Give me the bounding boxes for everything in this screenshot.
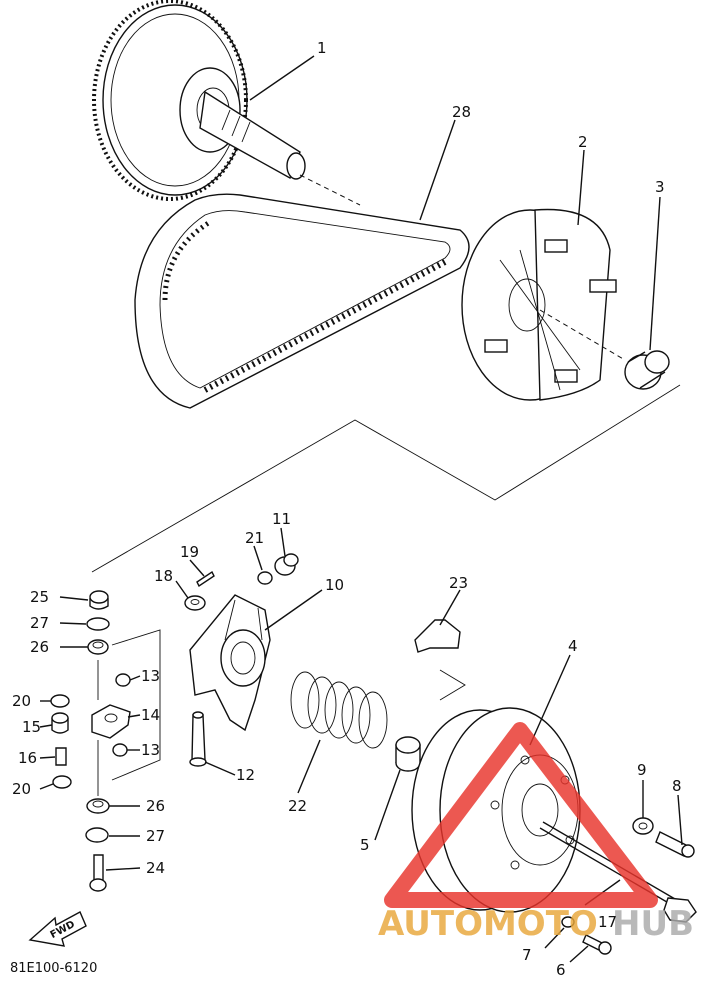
callout-13: 13 — [141, 667, 160, 685]
part-24-bolt — [89, 854, 107, 892]
callout-18: 18 — [154, 567, 173, 585]
callout-12: 12 — [236, 766, 255, 784]
callout-20: 20 — [12, 692, 31, 710]
part-27-washer-lower — [85, 827, 109, 843]
leader-line — [539, 309, 626, 361]
stack-bracket — [111, 629, 161, 781]
part-8-bolt — [655, 831, 695, 858]
callout-4: 4 — [568, 637, 578, 655]
callout-27-lower: 27 — [146, 827, 165, 845]
callout-8: 8 — [672, 777, 682, 795]
callout-7: 7 — [522, 946, 532, 964]
part-27-washer-upper — [86, 617, 110, 631]
part-4-movable-sheave — [411, 707, 581, 913]
part-13-washer-upper — [115, 673, 131, 687]
callout-10: 10 — [325, 576, 344, 594]
callout-28: 28 — [452, 103, 471, 121]
leader-lines — [39, 55, 683, 963]
callout-20-lower: 20 — [12, 780, 31, 798]
part-28-drive-belt — [134, 193, 470, 409]
watermark-logo: AUTOMOTO HUB — [378, 722, 694, 944]
callout-6: 6 — [556, 961, 566, 979]
part-20-washer-upper — [50, 694, 70, 708]
part-6-screw — [582, 934, 612, 955]
callout-3: 3 — [655, 178, 665, 196]
part-13-washer-lower — [112, 743, 128, 757]
watermark-text-automoto: AUTOMOTO — [378, 904, 598, 944]
part-22-spring — [290, 671, 388, 749]
forward-direction-arrow: FWD — [28, 911, 87, 947]
callout-26: 26 — [30, 638, 49, 656]
part-1-fixed-sheave — [92, 0, 306, 201]
callout-23: 23 — [449, 574, 468, 592]
callout-21: 21 — [245, 529, 264, 547]
callout-2: 2 — [578, 133, 588, 151]
callout-26-lower: 26 — [146, 797, 165, 815]
callout-5: 5 — [360, 836, 370, 854]
callout-13-lower: 13 — [141, 741, 160, 759]
callout-25: 25 — [30, 588, 49, 606]
callout-1: 1 — [317, 39, 327, 57]
callout-19: 19 — [180, 543, 199, 561]
callout-14: 14 — [141, 706, 160, 724]
part-26-spacer-lower — [86, 798, 110, 814]
callout-22: 22 — [288, 797, 307, 815]
assembly-boundary — [91, 384, 681, 573]
leader-line — [299, 174, 361, 206]
leader-line — [439, 669, 466, 701]
part-11-cap — [274, 553, 299, 576]
part-3-bushing — [624, 350, 670, 390]
part-2-sheave-cover — [461, 208, 617, 401]
part-26-spacer-upper — [87, 639, 109, 655]
callout-24: 24 — [146, 859, 165, 877]
part-19-pin — [196, 570, 215, 588]
callout-17: 17 — [598, 913, 617, 931]
part-25-cap — [89, 590, 109, 610]
part-23-bracket — [414, 619, 461, 653]
part-16-pin — [55, 747, 67, 766]
part-14-slider — [91, 704, 131, 739]
callout-27: 27 — [30, 614, 49, 632]
part-21-washer — [257, 571, 273, 585]
callout-15: 15 — [22, 718, 41, 736]
watermark-text-hub: HUB — [612, 904, 694, 944]
callout-16: 16 — [18, 749, 37, 767]
part-12-pin — [189, 711, 207, 767]
part-5-bushing — [395, 736, 421, 772]
part-7-washer — [561, 916, 575, 928]
part-18-washer — [184, 595, 206, 611]
part-15-roller — [51, 712, 69, 734]
part-10-spider — [189, 594, 271, 732]
part-20-washer-lower — [52, 775, 72, 789]
diagram-code: 81E100-6120 — [10, 961, 97, 976]
callout-9: 9 — [637, 761, 647, 779]
callout-11: 11 — [272, 510, 291, 528]
part-9-washer — [632, 817, 654, 835]
